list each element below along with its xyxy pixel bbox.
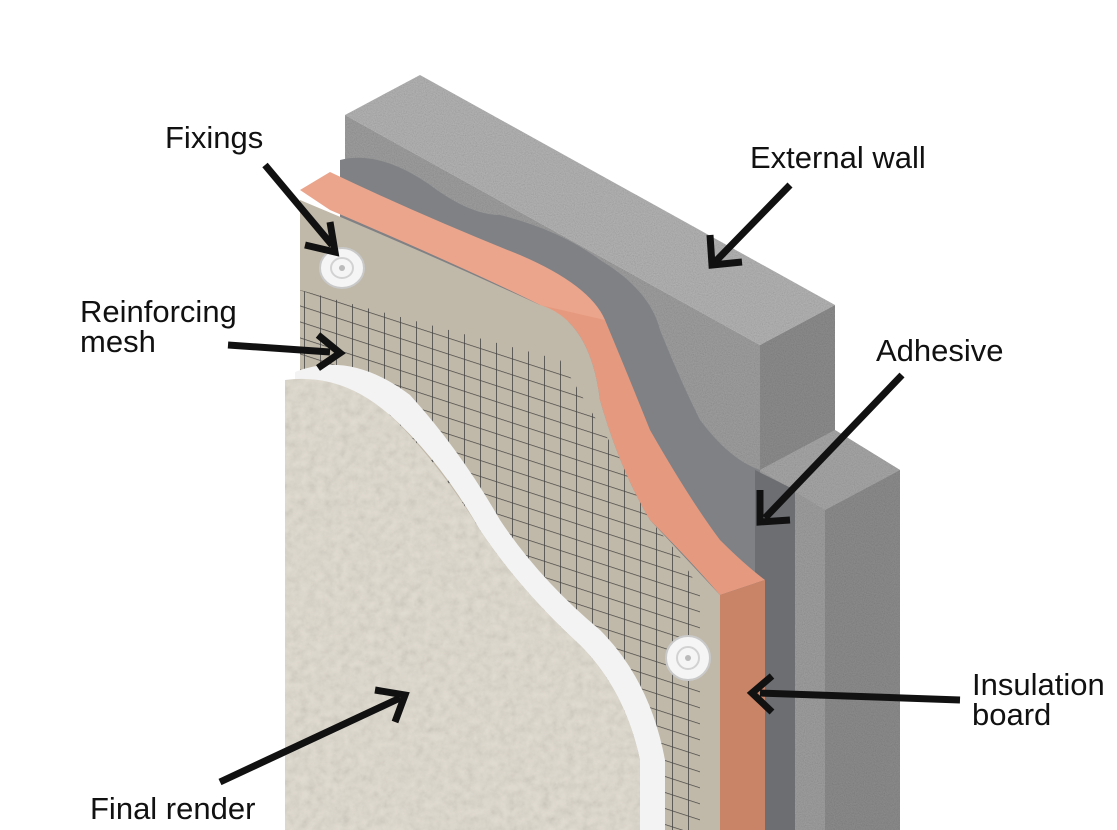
label-external-wall: External wall — [750, 143, 926, 173]
arrow-reinforcing-mesh — [228, 335, 340, 368]
label-final-render: Final render — [90, 794, 255, 824]
label-reinforcing-mesh-line1: Reinforcing — [80, 297, 237, 327]
label-insulation-board-line1: Insulation — [972, 670, 1105, 700]
label-adhesive: Adhesive — [876, 336, 1004, 366]
fixing-disc-top — [320, 248, 364, 288]
label-insulation-board: Insulation board — [972, 670, 1105, 730]
label-reinforcing-mesh-line2: mesh — [80, 327, 237, 357]
label-fixings: Fixings — [165, 123, 263, 153]
label-reinforcing-mesh: Reinforcing mesh — [80, 297, 237, 357]
fixing-disc-bottom — [666, 636, 710, 680]
arrow-external-wall — [710, 185, 790, 265]
insulation-side-face — [720, 580, 765, 830]
label-insulation-board-line2: board — [972, 700, 1105, 730]
